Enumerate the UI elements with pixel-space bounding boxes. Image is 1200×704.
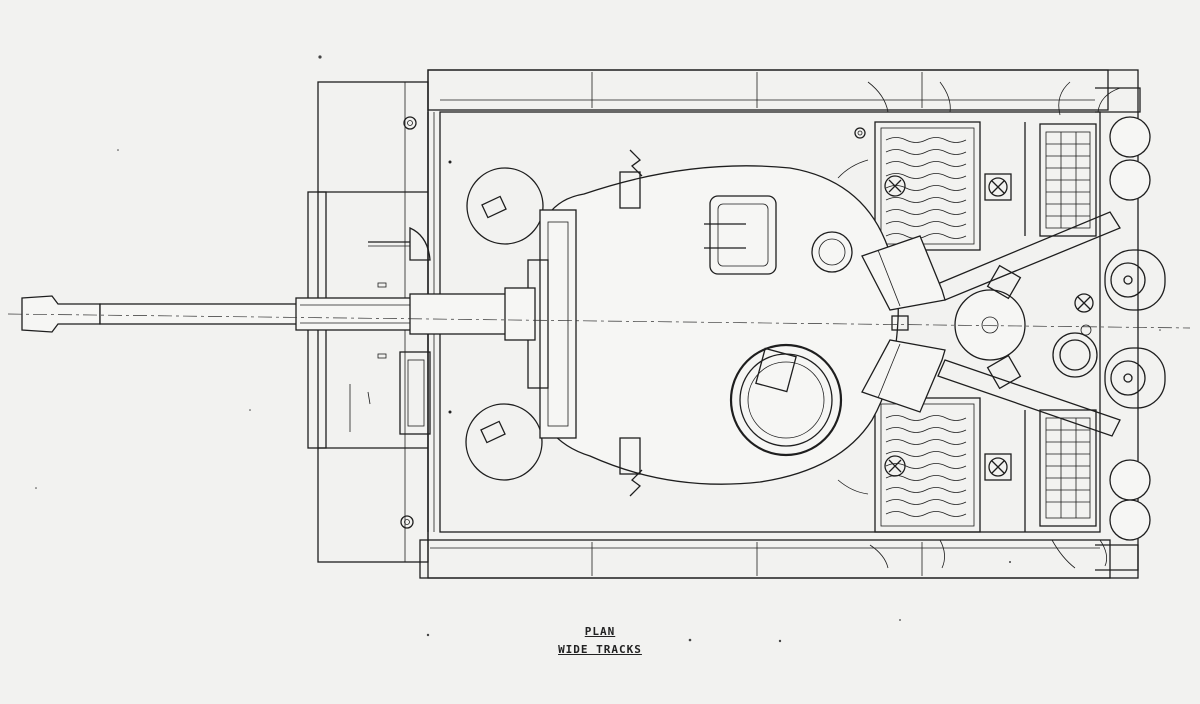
radiator-grilles [874, 121, 1097, 533]
main-gun [21, 287, 536, 341]
paper-specks [35, 55, 1161, 643]
turret [527, 149, 946, 497]
centre-line [7, 313, 1191, 329]
drawing-title: PLAN [584, 625, 616, 638]
exhaust-system [934, 211, 1121, 437]
drawing-subtitle: WIDE TRACKS [558, 643, 642, 656]
rear-wheels [1095, 87, 1166, 571]
engine-deck-hatches [368, 167, 544, 481]
airflow-arrows [837, 81, 1121, 569]
